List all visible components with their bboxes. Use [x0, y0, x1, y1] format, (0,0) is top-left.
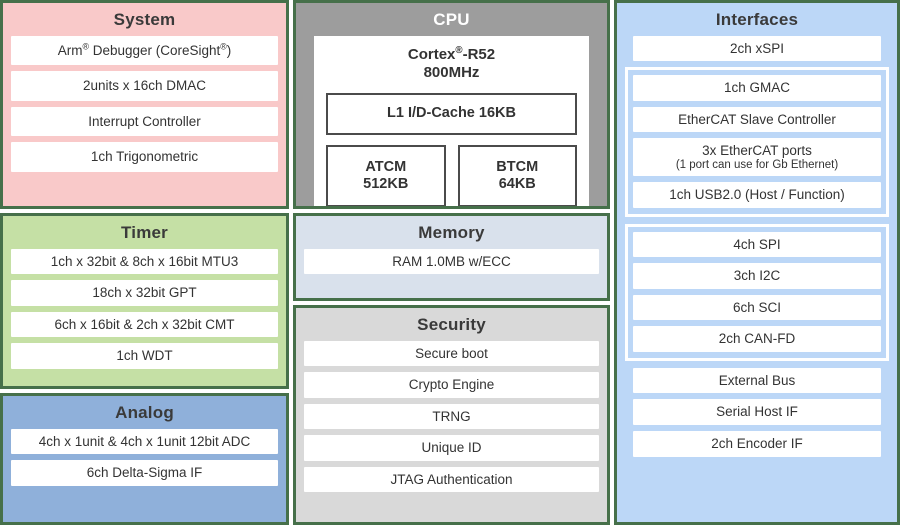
interfaces-group-bottom: External Bus Serial Host IF 2ch Encoder … — [625, 367, 889, 457]
security-item-trng: TRNG — [304, 403, 599, 430]
interfaces-block: Interfaces 2ch xSPI 1ch GMAC EtherCAT Sl… — [614, 0, 900, 525]
interfaces-item-xspi: 2ch xSPI — [633, 35, 881, 62]
interfaces-item-encoder-if: 2ch Encoder IF — [633, 431, 881, 457]
interfaces-item-spi: 4ch SPI — [633, 231, 881, 258]
interfaces-item-gmac: 1ch GMAC — [633, 75, 881, 101]
cpu-btcm-box: BTCM 64KB — [457, 144, 577, 206]
interfaces-title: Interfaces — [715, 10, 799, 29]
memory-block: Memory RAM 1.0MB w/ECC — [293, 213, 610, 301]
analog-title: Analog — [115, 403, 174, 422]
interfaces-item-i2c: 3ch I2C — [633, 263, 881, 289]
cpu-atcm-box: ATCM 512KB — [326, 144, 446, 206]
system-item-trigonometric: 1ch Trigonometric — [11, 142, 278, 172]
cpu-core-container: Cortex®-R52 800MHz L1 I/D-Cache 16KB ATC… — [314, 35, 589, 206]
interfaces-item-ethercat-ports: 3x EtherCAT ports (1 port can use for Gb… — [633, 138, 881, 177]
memory-item-ram: RAM 1.0MB w/ECC — [304, 248, 599, 275]
security-title: Security — [417, 315, 486, 334]
interfaces-item-ethercat-ports-main: 3x EtherCAT ports — [702, 143, 812, 159]
cpu-btcm-size: 64KB — [498, 175, 536, 192]
security-item-secure-boot: Secure boot — [304, 340, 599, 367]
interfaces-item-usb2: 1ch USB2.0 (Host / Function) — [633, 182, 881, 208]
timer-title: Timer — [121, 223, 168, 242]
system-item-debugger: Arm® Debugger (CoreSight®) — [11, 35, 278, 66]
cpu-cache-box: L1 I/D-Cache 16KB — [326, 93, 577, 135]
interfaces-group-network: 1ch GMAC EtherCAT Slave Controller 3x Et… — [625, 67, 889, 217]
interfaces-item-external-bus: External Bus — [633, 367, 881, 394]
security-item-crypto-engine: Crypto Engine — [304, 372, 599, 398]
cpu-btcm-name: BTCM — [496, 158, 539, 175]
timer-item-mtu3: 1ch x 32bit & 8ch x 16bit MTU3 — [11, 248, 278, 275]
system-item-interrupt-controller: Interrupt Controller — [11, 106, 278, 137]
registered-mark-icon: ® — [455, 44, 463, 56]
security-block: Security Secure boot Crypto Engine TRNG … — [293, 305, 610, 525]
cpu-tcm-row: ATCM 512KB BTCM 64KB — [326, 144, 577, 206]
interfaces-item-sci: 6ch SCI — [633, 294, 881, 321]
analog-item-delta-sigma: 6ch Delta-Sigma IF — [11, 460, 278, 486]
interfaces-item-ethercat-ports-note: (1 port can use for Gb Ethernet) — [675, 158, 839, 171]
registered-mark-icon: ® — [82, 41, 89, 52]
timer-block: Timer 1ch x 32bit & 8ch x 16bit MTU3 18c… — [0, 213, 289, 389]
memory-title: Memory — [418, 223, 485, 242]
cpu-core-name: Cortex®-R52 — [407, 44, 496, 63]
cpu-core-freq: 800MHz — [423, 64, 480, 82]
cpu-atcm-size: 512KB — [363, 175, 409, 192]
interfaces-item-can-fd: 2ch CAN-FD — [633, 326, 881, 352]
analog-item-adc: 4ch x 1unit & 4ch x 1unit 12bit ADC — [11, 428, 278, 455]
system-block: System Arm® Debugger (CoreSight®) 2units… — [0, 0, 289, 209]
security-item-jtag-auth: JTAG Authentication — [304, 466, 599, 493]
cpu-title: CPU — [433, 10, 470, 29]
interfaces-group-serial: 4ch SPI 3ch I2C 6ch SCI 2ch CAN-FD — [625, 223, 889, 361]
timer-item-wdt: 1ch WDT — [11, 343, 278, 369]
cpu-core-label: Cortex®-R52 800MHz — [326, 44, 577, 84]
registered-mark-icon: ® — [220, 41, 227, 52]
interfaces-group-top: 2ch xSPI — [625, 35, 889, 62]
cpu-block: CPU Cortex®-R52 800MHz L1 I/D-Cache 16KB… — [293, 0, 610, 209]
timer-item-gpt: 18ch x 32bit GPT — [11, 280, 278, 306]
system-item-dmac: 2units x 16ch DMAC — [11, 71, 278, 101]
cpu-atcm-name: ATCM — [365, 158, 407, 175]
system-title: System — [113, 10, 176, 29]
security-item-unique-id: Unique ID — [304, 435, 599, 461]
interfaces-item-ethercat-slave-controller: EtherCAT Slave Controller — [633, 106, 881, 133]
interfaces-item-serial-host-if: Serial Host IF — [633, 399, 881, 425]
analog-block: Analog 4ch x 1unit & 4ch x 1unit 12bit A… — [0, 393, 289, 525]
timer-item-cmt: 6ch x 16bit & 2ch x 32bit CMT — [11, 311, 278, 338]
